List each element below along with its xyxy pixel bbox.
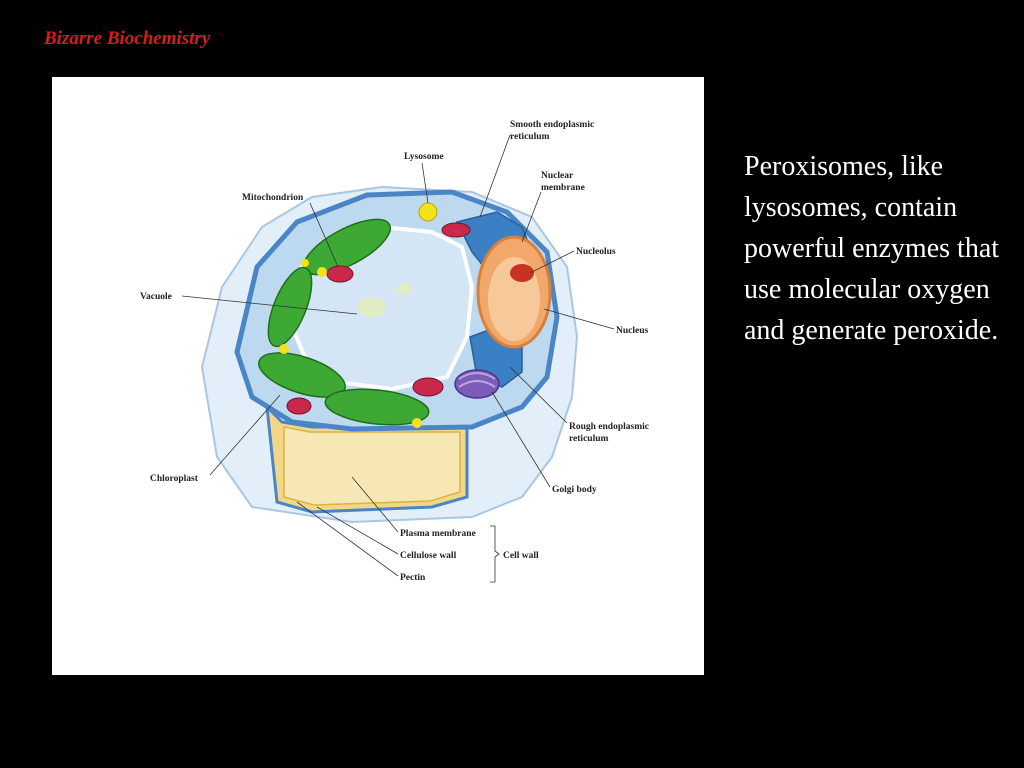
vacuole-inclusion	[358, 297, 386, 317]
golgi-body	[454, 369, 500, 399]
plant-cell-diagram: Smooth endoplasmic reticulum Lysosome Nu…	[140, 120, 649, 583]
leader-golgi	[491, 391, 551, 488]
label-rough-er: reticulum	[569, 434, 608, 444]
lysosome	[418, 202, 438, 222]
leader-cellulose-wall	[316, 506, 399, 555]
leader-smooth-er	[479, 134, 511, 218]
label-rough-er: Rough endoplasmic	[569, 422, 649, 432]
chloroplast	[324, 388, 430, 426]
golgi-cisterna	[458, 380, 496, 388]
vesicle	[317, 267, 327, 277]
leader-plasma-membrane	[351, 476, 399, 533]
label-mitochondrion: Mitochondrion	[242, 193, 304, 203]
label-vacuole: Vacuole	[140, 292, 172, 302]
leader-nucleus	[543, 308, 615, 330]
mitochondrion	[286, 397, 312, 415]
label-smooth-er: Smooth endoplasmic	[510, 120, 594, 130]
nucleolus	[510, 264, 534, 282]
slide-body-text: Peroxisomes, like lysosomes, contain pow…	[744, 151, 1000, 346]
mitochondrion	[441, 222, 471, 238]
cell-wall-bracket	[490, 525, 500, 583]
label-smooth-er: reticulum	[510, 132, 549, 142]
label-nucleolus: Nucleolus	[576, 247, 616, 257]
label-lysosome: Lysosome	[404, 152, 444, 162]
vesicle	[412, 418, 422, 428]
label-cellulose-wall: Cellulose wall	[400, 551, 457, 561]
label-nuclear-membrane: membrane	[541, 183, 585, 193]
vesicle	[279, 344, 289, 354]
label-cell-wall: Cell wall	[503, 551, 539, 561]
label-pectin: Pectin	[400, 573, 426, 583]
label-chloroplast: Chloroplast	[150, 474, 199, 484]
leader-vacuole	[181, 295, 358, 315]
mitochondrion	[412, 377, 444, 397]
leader-nuclear-membrane	[521, 191, 542, 243]
leader-rough-er	[509, 366, 568, 424]
vesicle	[301, 259, 309, 267]
leader-mitochondrion	[309, 202, 339, 268]
plant-cell-figure: Smooth endoplasmic reticulum Lysosome Nu…	[52, 77, 704, 675]
leader-nucleolus	[529, 250, 575, 274]
vacuole-inclusion	[396, 283, 412, 295]
golgi-cisterna	[458, 372, 496, 380]
mitochondrion	[326, 265, 354, 283]
label-plasma-membrane: Plasma membrane	[400, 529, 476, 539]
leader-lysosome	[421, 162, 429, 204]
slide-header: Bizarre Biochemistry	[44, 28, 211, 49]
leader-chloroplast	[209, 394, 281, 476]
label-nucleus: Nucleus	[616, 326, 649, 336]
label-nuclear-membrane: Nuclear	[541, 171, 574, 181]
chloroplast	[258, 352, 346, 398]
leader-pectin	[296, 501, 399, 577]
plasma-membrane-face	[283, 426, 461, 506]
label-golgi: Golgi body	[552, 485, 597, 495]
